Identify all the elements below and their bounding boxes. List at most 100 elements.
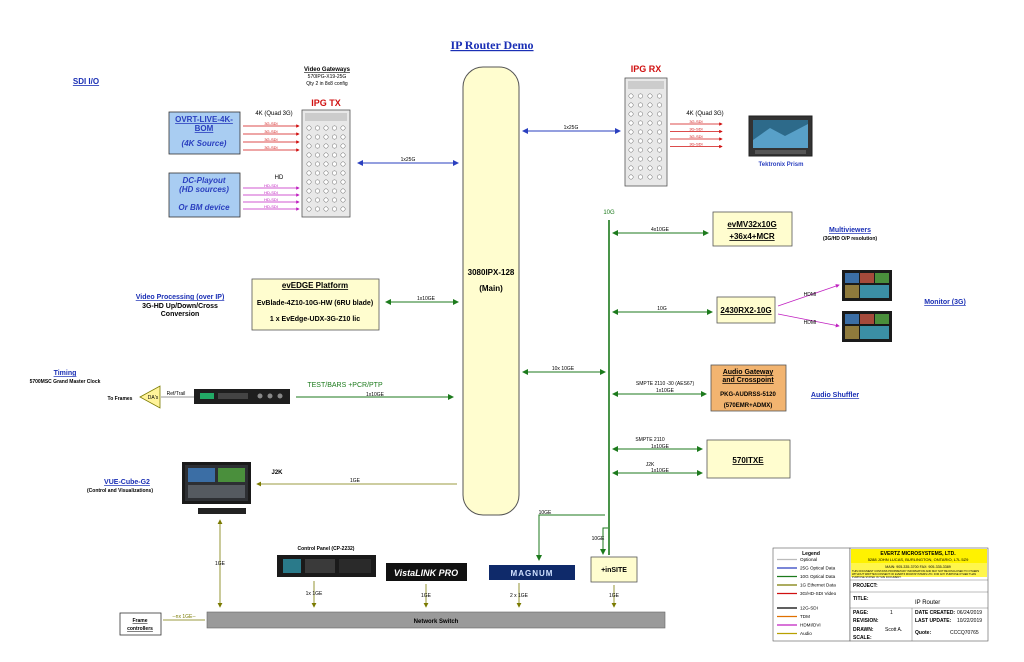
- monitor-title: Monitor (3G): [924, 299, 966, 306]
- ref-label: Ref/Trail: [167, 391, 186, 397]
- port-icon: [315, 206, 320, 212]
- legend-item-label: 1G Ethernet Data: [800, 583, 836, 588]
- company-name: EVERTZ MICROSYSTEMS, LTD.: [880, 551, 956, 557]
- port-icon: [332, 188, 337, 194]
- main-router: 3080IPX-128 (Main): [462, 66, 520, 516]
- timing-title: Timing: [54, 370, 77, 377]
- rx2430-name: 2430RX2-10G: [720, 306, 771, 315]
- port-icon: [315, 179, 320, 185]
- itxe-box: 570ITXE: [706, 439, 791, 479]
- port-icon: [323, 134, 329, 140]
- rx2430-link-label: 10G: [657, 306, 667, 312]
- audio-shuffler-title: Audio Shuffler: [811, 392, 859, 399]
- port-icon: [638, 120, 643, 126]
- port-icon: [323, 125, 329, 131]
- port-icon: [332, 170, 337, 176]
- title-label: TITLE:: [853, 596, 869, 602]
- magnum-bus-link: [536, 514, 605, 561]
- sdi-link-label: HD-SDI: [264, 197, 278, 202]
- frame-controllers-link-label: --nx 1GE--: [172, 614, 196, 620]
- rx-format: 4K (Quad 3G): [686, 111, 723, 117]
- insite-bus-link: [600, 527, 608, 555]
- hdmi-link-2: [777, 313, 840, 328]
- das-label: DA's: [148, 395, 159, 401]
- itxe-label-1: SMPTE 2110: [635, 437, 665, 443]
- source-4k-line2: BOM: [195, 124, 214, 133]
- evedge-line1: EvBlade-4Z10-10G-HW (6RU blade): [257, 300, 373, 307]
- port-icon: [332, 125, 337, 131]
- legend-item-label: 25G Optical Data: [800, 566, 836, 571]
- source-hd-line1: DC-Playout: [182, 176, 225, 185]
- port-icon: [647, 147, 653, 153]
- port-icon: [340, 179, 346, 185]
- itxe-link-label-2: 1x10GE: [651, 468, 670, 474]
- timing-link-label: 1x10GE: [366, 392, 385, 398]
- port-icon: [628, 174, 634, 180]
- scale-label: SCALE:: [853, 635, 872, 641]
- sdi-link-label: 3G-SDI: [264, 129, 277, 134]
- hdmi-label-1: HDMI: [804, 292, 817, 298]
- tx-25g-label: 1x25G: [401, 157, 416, 163]
- port-icon: [628, 120, 634, 126]
- port-icon: [638, 138, 643, 144]
- notice-1: THIS DOCUMENT CONTAINS PROPRIETARY INFOR…: [852, 569, 979, 573]
- panel-switch-label: 1x 1GE: [306, 591, 323, 597]
- tektronix-label: Tektronix Prism: [759, 162, 804, 168]
- port-icon: [647, 129, 653, 135]
- port-icon: [306, 143, 312, 149]
- source-4k-line3: (4K Source): [182, 139, 227, 148]
- vue-cube-monitor: [182, 462, 251, 514]
- port-icon: [638, 93, 643, 99]
- port-icon: [315, 125, 320, 131]
- sdi-io-label: SDI I/O: [73, 77, 99, 86]
- port-icon: [638, 111, 643, 117]
- video-processing-line1: 3G-HD Up/Down/Cross: [142, 303, 218, 310]
- rx-25g-label: 1x25G: [564, 125, 579, 131]
- multiviewers-title: Multiviewers: [829, 227, 871, 234]
- router-name: 3080IPX-128: [468, 268, 515, 277]
- quote-value: CCCQ70765: [950, 630, 979, 636]
- port-icon: [306, 161, 312, 167]
- port-icon: [340, 197, 346, 203]
- source-4k-box: OVRT-LIVE-4K- BOM (4K Source): [168, 111, 241, 155]
- vistalink-switch-label: 1GE: [421, 593, 432, 599]
- insite-bus-label: 10GE: [592, 536, 605, 542]
- vistalink-logo: VistaLINK PRO: [386, 563, 467, 581]
- port-icon: [657, 129, 662, 135]
- insite-box: +inSITE: [590, 556, 638, 583]
- port-icon: [315, 170, 320, 176]
- multiviewer-line2: +36x4+MCR: [729, 232, 775, 241]
- vue-switch-label: 1GE: [215, 561, 226, 567]
- port-icon: [628, 147, 634, 153]
- router-sub: (Main): [479, 284, 503, 293]
- frame-controllers-line1: Frame: [132, 618, 147, 624]
- vistalink-text: VistaLINK PRO: [394, 568, 458, 578]
- port-icon: [323, 143, 329, 149]
- title-block: EVERTZ MICROSYSTEMS, LTD. 5288 JOHN LUCA…: [849, 547, 989, 642]
- multiviewer-link-label: 4x10GE: [651, 227, 670, 233]
- created-label: DATE CREATED:: [915, 610, 955, 616]
- legend-item-label: Optional: [800, 557, 817, 562]
- notice-2: WITHOUT WRITTEN CONSENT OF EVERTZ MICROS…: [852, 572, 976, 576]
- evedge-title: evEDGE Platform: [282, 281, 348, 290]
- port-icon: [315, 188, 320, 194]
- port-icon: [315, 143, 320, 149]
- sdi-link-label: HD-SDI: [264, 204, 278, 209]
- port-icon: [306, 206, 312, 212]
- audio-link-label: 1x10GE: [656, 388, 675, 394]
- video-gateways-qty: Qty 2 in 8x8 config: [306, 81, 348, 87]
- port-icon: [657, 165, 662, 171]
- port-icon: [628, 93, 634, 99]
- legend-item-label: 3G/HD-SDI Video: [800, 591, 837, 596]
- evedge-line2: 1 x EvEdge-UDX-3G-Z10 lic: [270, 316, 360, 323]
- page-value: 1: [890, 610, 893, 616]
- sdi-link-label: 3G-SDI: [689, 134, 702, 139]
- legend-item-label: TDM: [800, 614, 810, 619]
- 10g-bus-label: 10G: [603, 210, 615, 216]
- port-icon: [332, 143, 337, 149]
- magnum-logo: MAGNUM: [489, 565, 575, 580]
- port-icon: [323, 161, 329, 167]
- hdmi-label-2: HDMI: [804, 320, 817, 326]
- port-icon: [628, 138, 634, 144]
